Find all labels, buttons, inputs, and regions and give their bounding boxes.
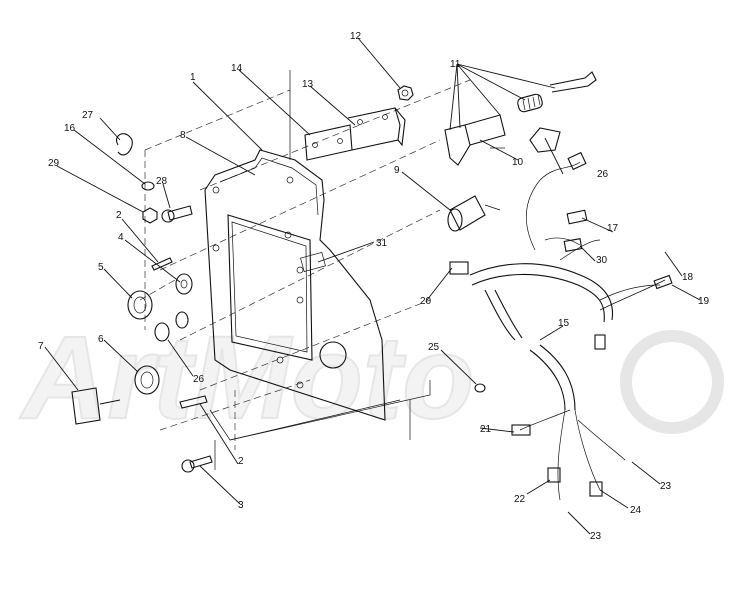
callout-23-lower: 23: [590, 531, 602, 542]
callout-11: 11: [450, 59, 461, 70]
callout-15: 15: [558, 318, 570, 329]
dash-housing: [209, 70, 431, 470]
callout-31: 31: [376, 238, 388, 249]
callout-26-right: 26: [597, 169, 609, 180]
callout-26-left: 26: [193, 374, 205, 385]
callout-14: 14: [231, 63, 243, 74]
callout-25: 25: [428, 342, 440, 353]
callout-28: 28: [156, 176, 168, 187]
callout-6: 6: [98, 334, 104, 345]
callout-24: 24: [630, 505, 642, 516]
callout-10: 10: [512, 157, 524, 168]
connector-20: [449, 261, 469, 275]
callout-20: 20: [420, 296, 432, 307]
callout-2-lower: 2: [238, 456, 244, 467]
watermark-text: ArtMoto: [19, 312, 474, 444]
callout-7: 7: [38, 341, 44, 352]
callout-numbers: 1 2 2 3 4 5 6 7 8 9 10 11 12 13 14 15 16…: [38, 31, 710, 542]
watermark: ArtMoto: [18, 311, 724, 445]
callout-19: 19: [698, 296, 710, 307]
callout-27: 27: [82, 110, 94, 121]
callout-9: 9: [394, 165, 400, 176]
leader-lines: [44, 37, 701, 535]
callout-2-upper: 2: [116, 210, 122, 221]
callout-1: 1: [190, 72, 196, 83]
callout-22: 22: [514, 494, 526, 505]
callout-23-upper: 23: [660, 481, 672, 492]
callout-30: 30: [596, 255, 608, 266]
callout-16: 16: [64, 123, 76, 134]
mounting-bracket: [304, 107, 406, 161]
callout-8: 8: [180, 130, 186, 141]
callout-21: 21: [480, 424, 492, 435]
callout-4: 4: [118, 232, 124, 243]
callout-3: 3: [238, 500, 244, 511]
dash-panel: [204, 149, 386, 421]
callout-29: 29: [48, 158, 60, 169]
callout-13: 13: [302, 79, 314, 90]
switch-assembly: [444, 71, 597, 166]
callout-18: 18: [682, 272, 694, 283]
knob-9: [447, 195, 501, 232]
callout-5: 5: [98, 262, 104, 273]
nut-12: [397, 85, 414, 101]
callout-12: 12: [350, 31, 362, 42]
wiring-harness: [449, 151, 673, 501]
callout-17: 17: [607, 223, 619, 234]
